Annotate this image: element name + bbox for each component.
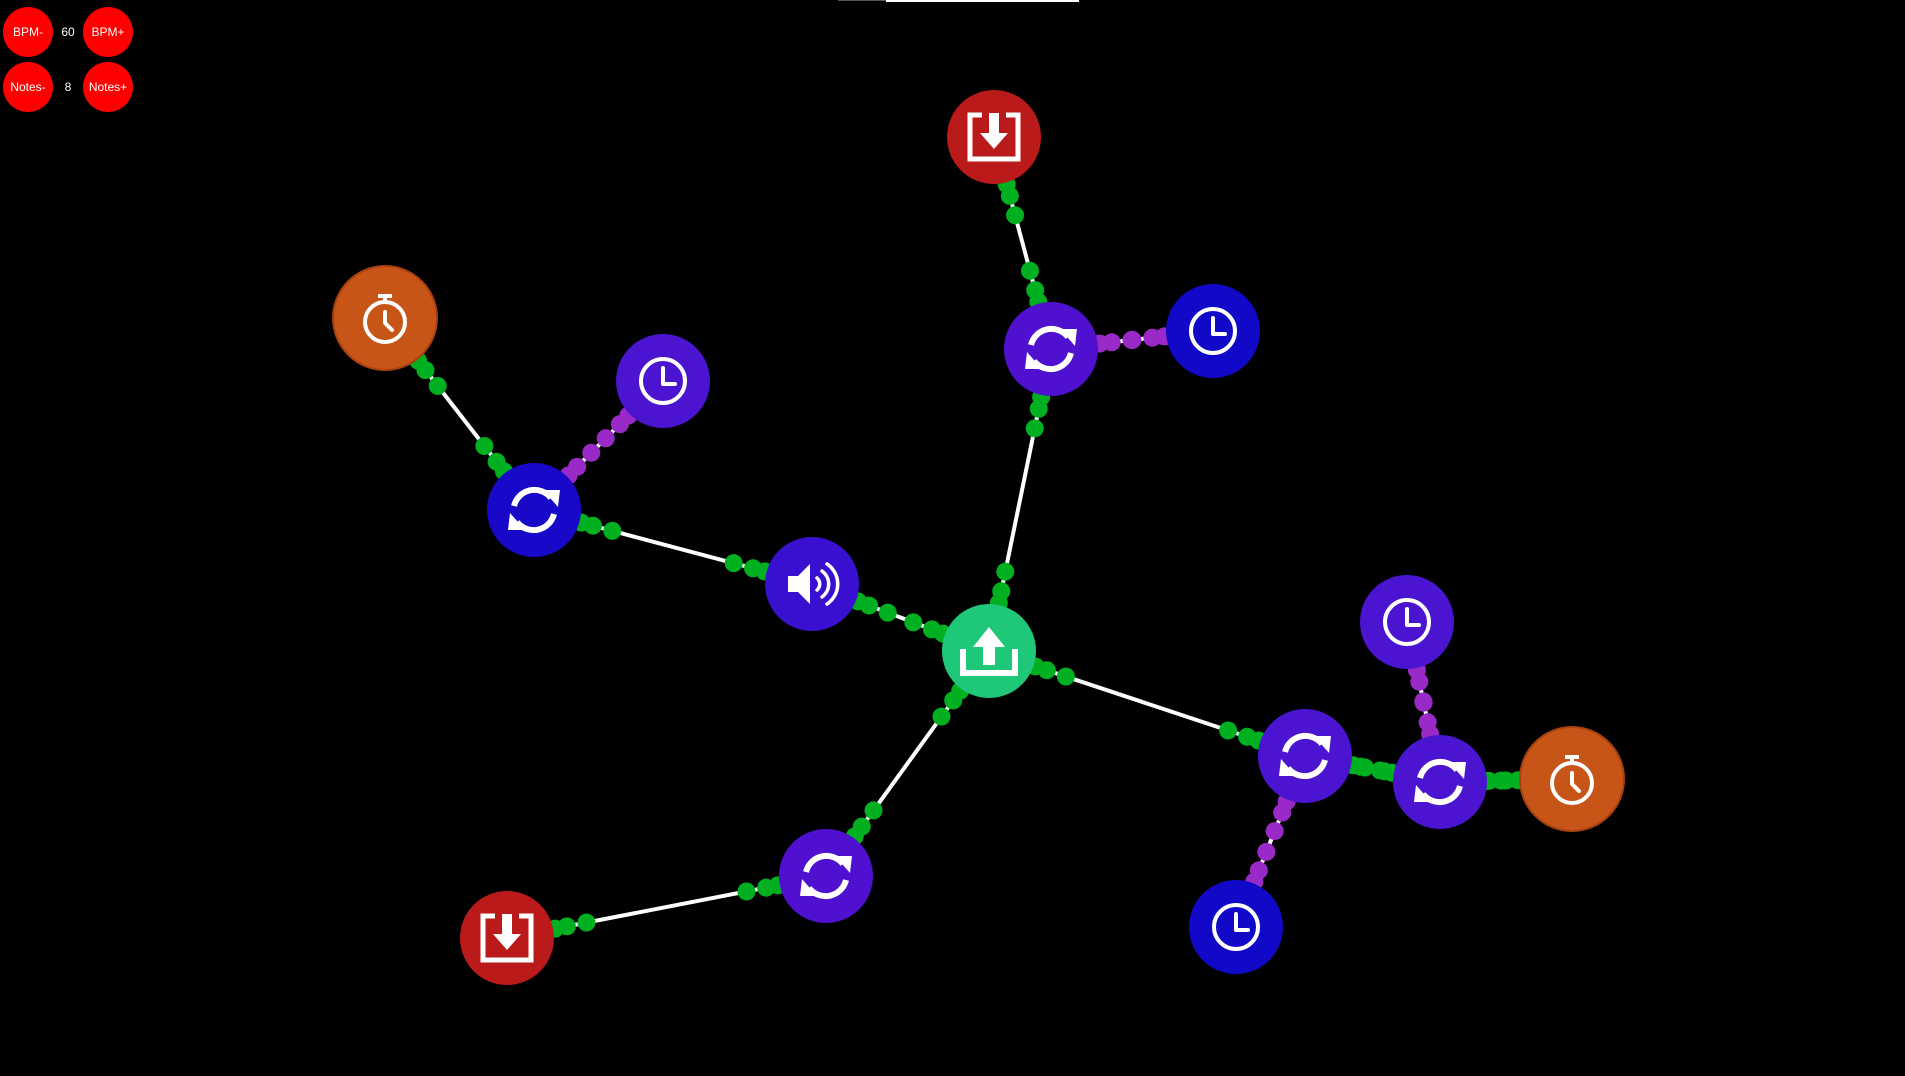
port-dot xyxy=(596,429,615,448)
port-dot xyxy=(757,878,776,897)
port-dot xyxy=(487,452,506,471)
node-speaker[interactable] xyxy=(765,537,859,631)
port-dot xyxy=(1249,861,1268,880)
refresh-icon xyxy=(508,486,560,534)
port-dot xyxy=(1143,328,1162,347)
port-dot xyxy=(557,917,576,936)
port-dot xyxy=(1123,330,1142,349)
port-dot xyxy=(944,691,963,710)
port-dot xyxy=(1418,713,1437,732)
port-dot xyxy=(1238,727,1257,746)
bpm-value: 60 xyxy=(61,25,75,39)
port-dot xyxy=(860,596,879,615)
stopwatch-icon xyxy=(363,294,407,344)
port-dot xyxy=(582,443,601,462)
port-dot xyxy=(416,361,435,380)
port-dot xyxy=(1273,803,1292,822)
node-loop-far-right[interactable] xyxy=(1393,735,1487,829)
node-body[interactable] xyxy=(487,463,581,557)
top-scroll-track xyxy=(838,0,886,1)
port-dot xyxy=(932,707,951,726)
port-dot xyxy=(1257,842,1276,861)
refresh-icon xyxy=(1025,325,1077,373)
node-loop-right[interactable] xyxy=(1258,709,1352,803)
node-timer-right[interactable] xyxy=(1519,726,1625,832)
port-dot xyxy=(1020,261,1039,280)
node-loop-bottom[interactable] xyxy=(779,829,873,923)
refresh-icon xyxy=(800,852,852,900)
port-dot xyxy=(1056,667,1075,686)
download-icon xyxy=(967,112,1021,162)
node-body[interactable] xyxy=(779,829,873,923)
port-dot xyxy=(1037,661,1056,680)
speaker-icon xyxy=(788,562,840,606)
port-dot xyxy=(568,457,587,476)
notes-plus-button[interactable]: Notes+ xyxy=(83,62,133,112)
port-dot xyxy=(744,559,763,578)
port-dot xyxy=(922,620,941,639)
port-dot xyxy=(577,913,596,932)
port-dot xyxy=(610,415,629,434)
node-input-bottom[interactable] xyxy=(460,891,554,985)
node-body[interactable] xyxy=(1258,709,1352,803)
upload-icon xyxy=(960,627,1018,676)
refresh-icon xyxy=(1414,758,1466,806)
bpm-minus-button[interactable]: BPM- xyxy=(3,7,53,57)
node-loop-left[interactable] xyxy=(487,463,581,557)
top-scroll-thumb[interactable] xyxy=(886,0,1079,2)
node-input-top[interactable] xyxy=(947,90,1041,184)
clock-icon xyxy=(639,357,687,405)
port-dot xyxy=(475,437,494,456)
node-output[interactable] xyxy=(942,604,1036,698)
node-loop-top[interactable] xyxy=(1004,302,1098,396)
port-dot xyxy=(1497,771,1516,790)
port-dot xyxy=(1265,822,1284,841)
port-dot xyxy=(1029,399,1048,418)
refresh-icon xyxy=(1279,732,1331,780)
node-clock-right-top[interactable] xyxy=(1360,575,1454,669)
port-dot xyxy=(992,582,1011,601)
nodes-layer xyxy=(332,90,1625,985)
port-dot xyxy=(878,603,897,622)
port-dot xyxy=(1410,672,1429,691)
notes-value: 8 xyxy=(64,80,72,94)
node-clock-right-bottom[interactable] xyxy=(1189,880,1283,974)
port-dot xyxy=(864,801,883,820)
port-dot xyxy=(737,882,756,901)
port-dot xyxy=(1219,721,1238,740)
node-body[interactable] xyxy=(765,537,859,631)
ports-layer xyxy=(409,175,1530,938)
clock-icon xyxy=(1383,598,1431,646)
port-dot xyxy=(1025,419,1044,438)
port-dot xyxy=(1000,186,1019,205)
download-icon xyxy=(480,913,534,963)
port-dot xyxy=(1371,761,1390,780)
node-body[interactable] xyxy=(1004,302,1098,396)
port-dot xyxy=(724,554,743,573)
stopwatch-icon xyxy=(1550,755,1594,805)
node-clock-left[interactable] xyxy=(616,334,710,428)
notes-minus-button[interactable]: Notes- xyxy=(3,62,53,112)
node-clock-top[interactable] xyxy=(1166,284,1260,378)
port-dot xyxy=(583,516,602,535)
clock-icon xyxy=(1212,903,1260,951)
node-timer-left[interactable] xyxy=(332,265,438,371)
port-dot xyxy=(603,521,622,540)
bpm-plus-button[interactable]: BPM+ xyxy=(83,7,133,57)
port-dot xyxy=(1006,206,1025,225)
clock-icon xyxy=(1189,307,1237,355)
top-scroll-indicator xyxy=(838,0,1079,2)
port-dot xyxy=(904,613,923,632)
port-dot xyxy=(1102,333,1121,352)
port-dot xyxy=(1414,692,1433,711)
port-dot xyxy=(852,817,871,836)
port-dot xyxy=(1026,281,1045,300)
port-dot xyxy=(996,562,1015,581)
port-dot xyxy=(428,376,447,395)
port-dot xyxy=(1351,757,1370,776)
node-body[interactable] xyxy=(1393,735,1487,829)
